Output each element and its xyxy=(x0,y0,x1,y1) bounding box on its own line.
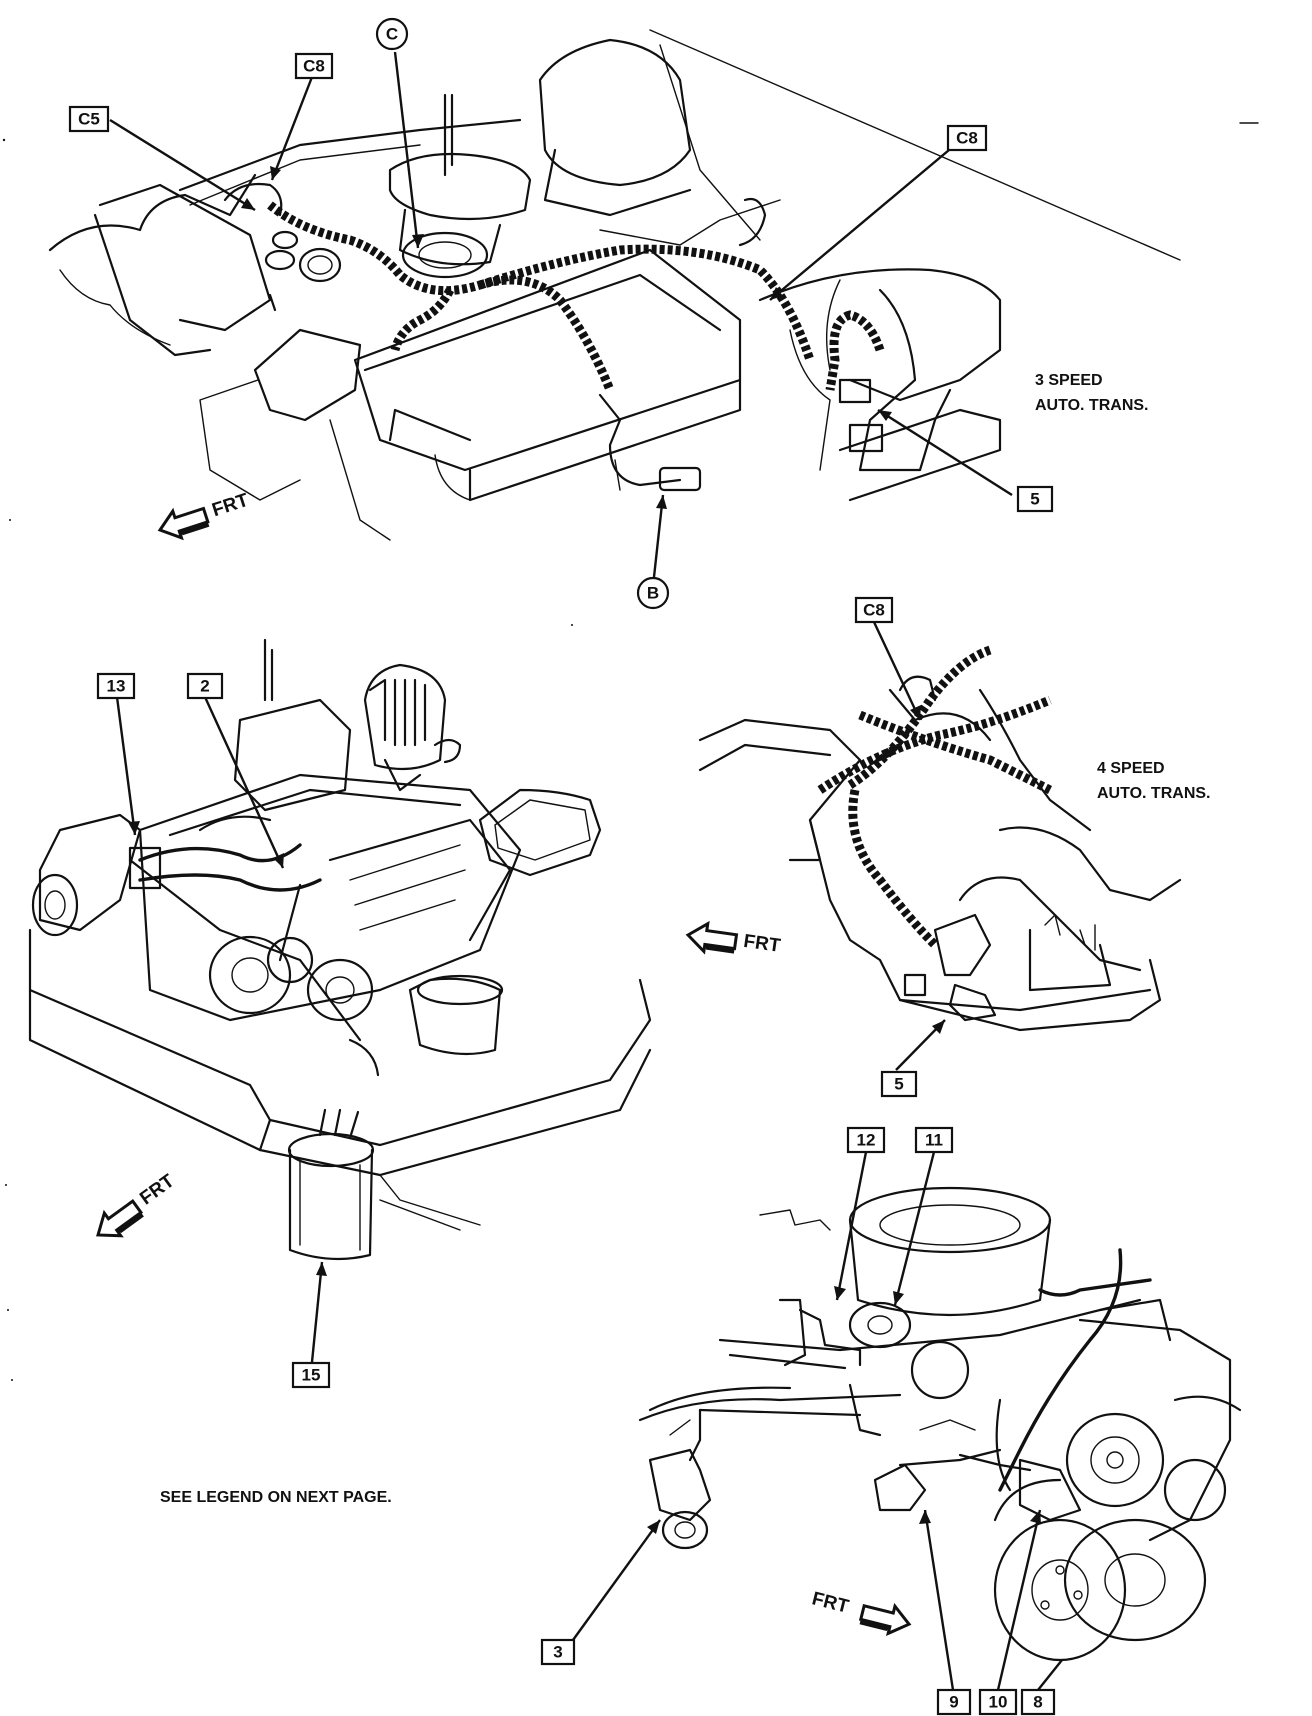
caption-3-speed-line2: AUTO. TRANS. xyxy=(1035,397,1148,414)
callout-9: 9 xyxy=(936,1688,972,1716)
callout-c8-top-right: C8 xyxy=(946,124,988,152)
caption-3-speed-line1: 3 SPEED xyxy=(1035,372,1103,389)
middle-right-callouts: C8 5 xyxy=(854,596,946,1098)
svg-text:C8: C8 xyxy=(863,601,885,620)
svg-text:5: 5 xyxy=(894,1075,903,1094)
callout-3: 3 xyxy=(540,1638,576,1666)
svg-text:13: 13 xyxy=(107,677,126,696)
callout-c8-middle: C8 xyxy=(854,596,894,624)
callout-5-middle: 5 xyxy=(880,1070,918,1098)
front-direction-arrow-middle-left: FRT xyxy=(96,1170,179,1238)
callout-11: 11 xyxy=(914,1126,954,1154)
callout-8: 8 xyxy=(1020,1688,1056,1716)
svg-text:12: 12 xyxy=(857,1131,876,1150)
callout-15: 15 xyxy=(291,1361,331,1389)
svg-text:C8: C8 xyxy=(956,129,978,148)
frt-label-top: FRT xyxy=(210,490,252,522)
front-direction-arrow-bottom-right: FRT xyxy=(810,1588,912,1637)
svg-text:15: 15 xyxy=(302,1366,321,1385)
callout-b: B xyxy=(636,576,670,610)
svg-text:C5: C5 xyxy=(78,110,100,129)
callout-12: 12 xyxy=(846,1126,886,1154)
callout-c8-top-left: C8 xyxy=(294,52,334,80)
front-direction-arrow-middle-right: FRT xyxy=(685,920,782,957)
view-4-speed-transmission xyxy=(698,645,1182,1032)
frt-label-middle-left: FRT xyxy=(136,1170,179,1209)
caption-4-speed-line1: 4 SPEED xyxy=(1097,760,1165,777)
svg-text:3: 3 xyxy=(553,1643,562,1662)
svg-text:10: 10 xyxy=(989,1693,1008,1712)
callout-c: C xyxy=(375,17,409,51)
svg-text:11: 11 xyxy=(925,1131,943,1150)
margin-specks xyxy=(2,138,573,1381)
view-engine-front xyxy=(28,638,652,1261)
callout-2: 2 xyxy=(186,672,224,700)
bottom-right-callouts: 12 11 3 9 10 8 xyxy=(540,1126,1063,1716)
callout-10: 10 xyxy=(978,1688,1018,1716)
svg-text:B: B xyxy=(647,584,659,603)
legend-note: SEE LEGEND ON NEXT PAGE. xyxy=(160,1489,392,1506)
callout-5-top: 5 xyxy=(1016,485,1054,513)
svg-text:9: 9 xyxy=(949,1693,958,1712)
view-3-speed-engine xyxy=(48,29,1181,541)
front-direction-arrow-top: FRT xyxy=(157,490,252,541)
view-engine-side xyxy=(638,1186,1242,1662)
frt-label-bottom-right: FRT xyxy=(810,1588,851,1617)
svg-text:8: 8 xyxy=(1033,1693,1042,1712)
caption-4-speed-line2: AUTO. TRANS. xyxy=(1097,785,1210,802)
top-callouts: C5 C8 C C8 B 5 xyxy=(68,17,1054,610)
svg-text:C8: C8 xyxy=(303,57,325,76)
svg-text:2: 2 xyxy=(200,677,209,696)
frt-label-middle-right: FRT xyxy=(742,931,782,957)
svg-text:C: C xyxy=(386,25,398,44)
callout-13: 13 xyxy=(96,672,136,700)
svg-text:5: 5 xyxy=(1030,490,1039,509)
middle-left-callouts: 13 2 15 xyxy=(96,672,331,1389)
callout-c5: C5 xyxy=(68,105,110,133)
